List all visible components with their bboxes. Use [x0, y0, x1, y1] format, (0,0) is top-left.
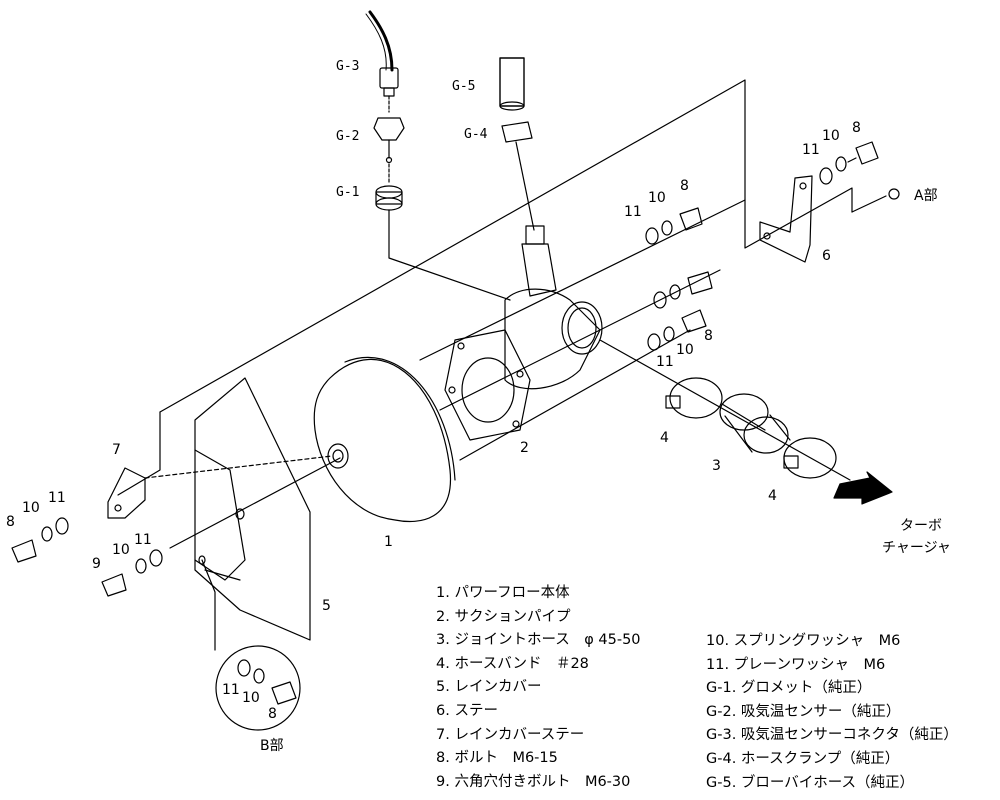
legend-item-1: 1. パワーフロー本体 — [436, 585, 570, 601]
label-a-part: A部 — [914, 188, 938, 204]
label-low-11: 11 — [656, 354, 674, 370]
hardware-top — [819, 141, 879, 185]
label-left-11: 11 — [48, 490, 66, 506]
legend-item-g4: G-4. ホースクランプ（純正） — [706, 750, 900, 767]
hardware-mid — [645, 207, 713, 309]
legend-item-g3: G-3. 吸気温センサーコネクタ（純正） — [706, 727, 958, 744]
suction-pipe — [444, 225, 603, 441]
sensor-cable — [368, 10, 394, 72]
label-b-8: 8 — [268, 706, 277, 722]
legend-item-9: 9. 六角穴付きボルト M6-30 — [436, 773, 631, 790]
label-part-1: 1 — [384, 534, 393, 550]
label-part-2: 2 — [520, 440, 529, 456]
legend-item-5: 5. レインカバー — [436, 679, 542, 696]
power-flow-body — [313, 356, 456, 523]
legend-item-4: 4. ホースバンド ＃28 — [436, 655, 589, 672]
legend-item-7: 7. レインカバーステー — [436, 726, 585, 743]
leader-b-part — [201, 559, 216, 651]
legend-item-2: 2. サクションパイプ — [436, 608, 571, 625]
hardware-low — [647, 309, 707, 351]
leader-g1 — [388, 209, 511, 301]
label-b-part: B部 — [260, 738, 284, 754]
legend-item-8: 8. ボルト M6-15 — [436, 750, 558, 767]
label-left2-11: 11 — [134, 532, 152, 548]
rain-cover-stay — [107, 467, 146, 519]
parts-legend-left: 1. パワーフロー本体 2. サクションパイプ 3. ジョイントホース φ 45… — [436, 582, 736, 794]
label-turbo-2: チャージャ — [882, 540, 951, 556]
g2-sensor — [373, 117, 405, 141]
label-part-5: 5 — [322, 598, 331, 614]
label-part-4b: 4 — [768, 488, 777, 504]
label-top-8: 8 — [852, 120, 861, 136]
axis-line-low — [459, 329, 691, 461]
stay — [759, 175, 813, 263]
label-part-7: 7 — [112, 442, 121, 458]
label-left-9: 9 — [92, 556, 101, 572]
legend-item-11: 11. プレーンワッシャ M6 — [706, 656, 886, 673]
leader-frame-left — [117, 411, 161, 496]
leader-a-part — [851, 195, 887, 213]
label-part-6: 6 — [822, 248, 831, 264]
legend-item-g5: G-5. ブローバイホース（純正） — [706, 774, 915, 791]
label-mid-8: 8 — [680, 178, 689, 194]
b-part-circle — [215, 645, 301, 731]
label-top-10: 10 — [822, 128, 840, 144]
hardware-b-part — [237, 659, 297, 705]
g4-hose-clamp — [501, 121, 533, 143]
label-low-8: 8 — [704, 328, 713, 344]
parts-legend-right: 10. スプリングワッシャ M6 11. プレーンワッシャ M6 G-1. グロ… — [706, 630, 1000, 795]
label-g5: G-5 — [452, 79, 475, 94]
legend-item-3: 3. ジョイントホース φ 45-50 — [436, 632, 641, 649]
g3-connector — [379, 67, 399, 89]
label-left-8: 8 — [6, 514, 15, 530]
label-turbo-1: ターボ — [900, 518, 942, 534]
label-g2: G-2 — [336, 129, 359, 144]
leader-frame-top — [159, 79, 853, 413]
label-g3: G-3 — [336, 59, 359, 74]
label-low-10: 10 — [676, 342, 694, 358]
axis-line-upper — [419, 199, 746, 361]
a-part-marker — [888, 188, 900, 200]
legend-item-6: 6. ステー — [436, 702, 498, 719]
label-top-11: 11 — [802, 142, 820, 158]
hose-band-left — [669, 377, 723, 419]
hardware-left — [11, 517, 163, 597]
label-mid-11: 11 — [624, 204, 642, 220]
legend-item-g1: G-1. グロメット（純正） — [706, 680, 872, 697]
rain-cover — [194, 377, 311, 641]
axis-line-center — [169, 457, 341, 549]
label-part-4a: 4 — [660, 430, 669, 446]
label-left-10: 10 — [22, 500, 40, 516]
legend-item-10: 10. スプリングワッシャ M6 — [706, 633, 901, 649]
label-g1: G-1 — [336, 185, 359, 200]
label-g4: G-4 — [464, 127, 488, 142]
label-b-10: 10 — [242, 690, 260, 706]
turbo-arrow — [833, 471, 893, 505]
g5-blowby-hose — [499, 57, 525, 107]
label-part-3: 3 — [712, 458, 721, 474]
axis-line-mid — [439, 269, 721, 411]
legend-item-g2: G-2. 吸気温センサー（純正） — [706, 703, 901, 720]
label-mid-10: 10 — [648, 190, 666, 206]
label-left2-10: 10 — [112, 542, 130, 558]
axis-line-hose — [599, 339, 851, 481]
joint-hose — [719, 393, 791, 454]
label-b-11: 11 — [222, 682, 240, 698]
